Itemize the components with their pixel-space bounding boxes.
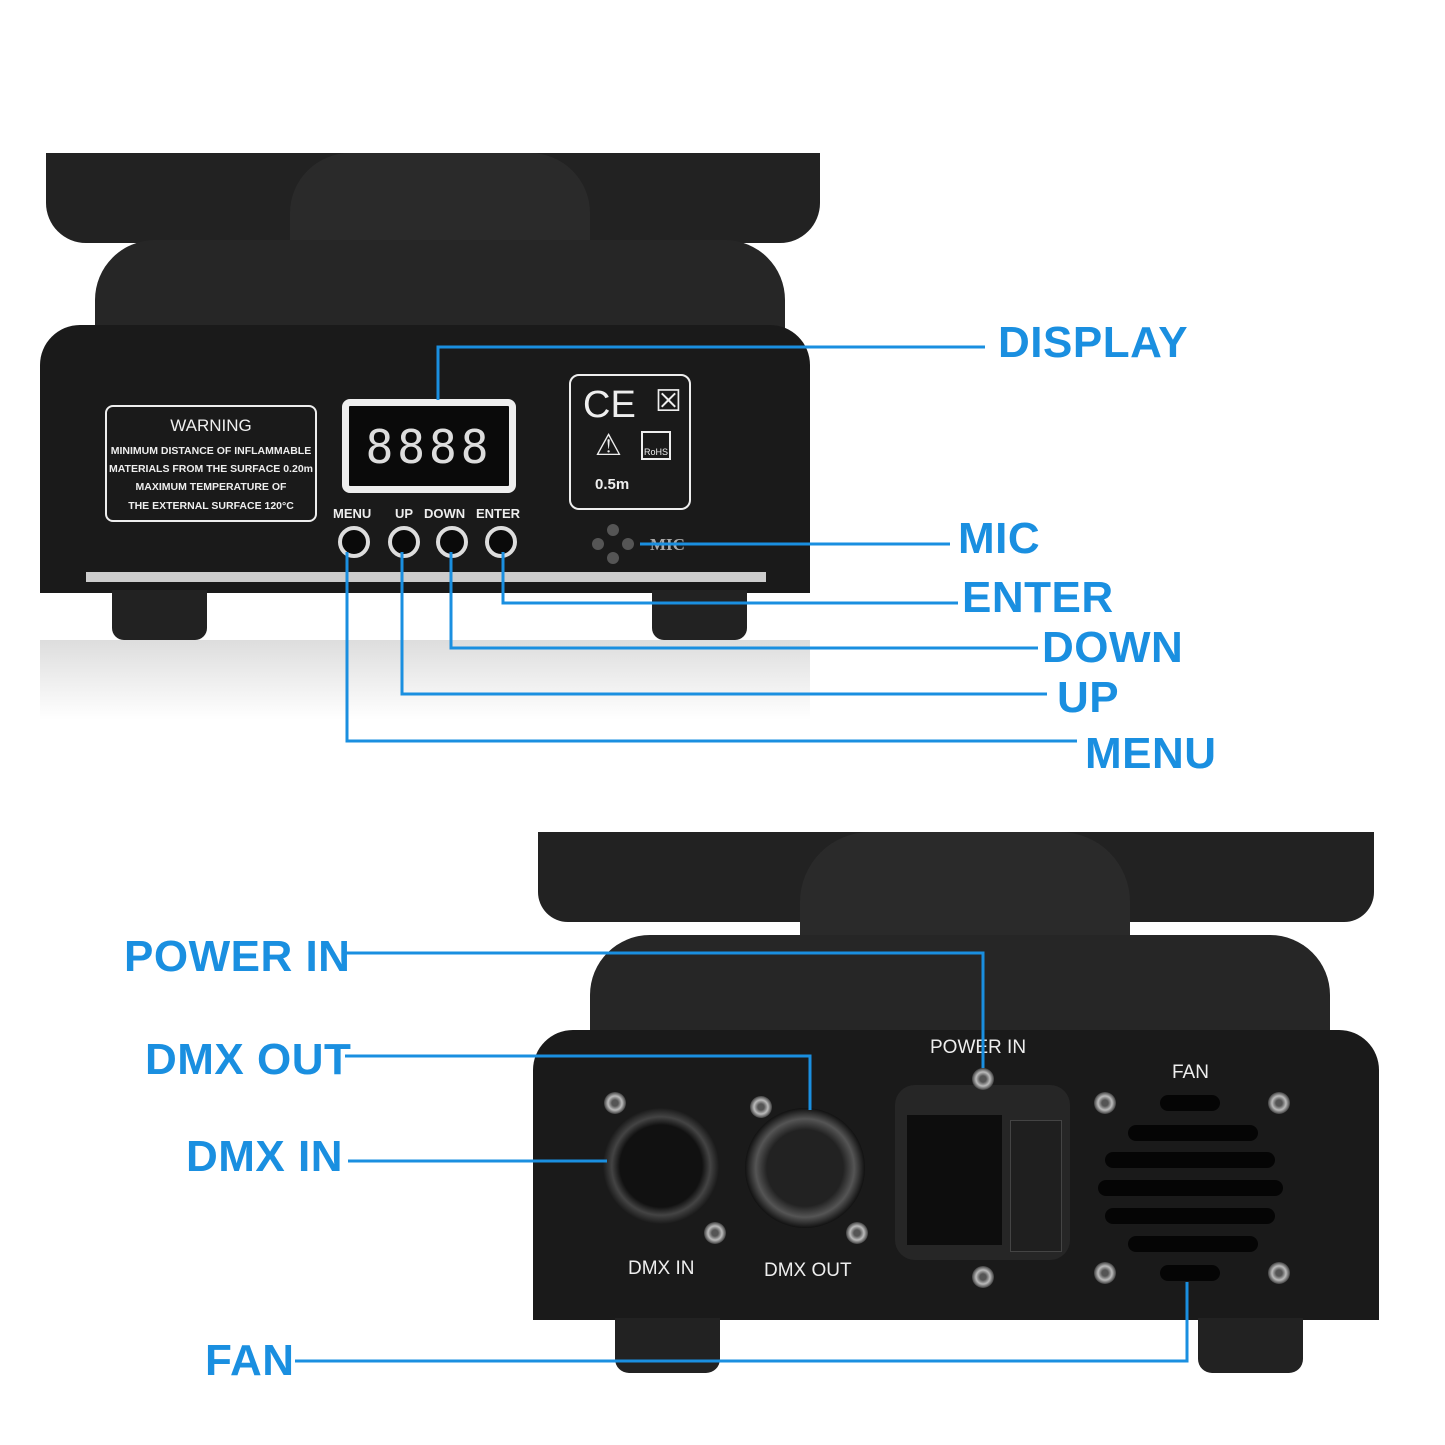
callout-dmx-in: DMX IN: [186, 1132, 343, 1181]
display-digits: 8888: [365, 420, 493, 474]
screw: [1094, 1092, 1116, 1114]
warning-label: WARNING MINIMUM DISTANCE OF INFLAMMABLE …: [105, 405, 317, 522]
screw: [750, 1096, 772, 1118]
callout-power-in: POWER IN: [124, 932, 351, 981]
callout-display: DISPLAY: [998, 318, 1189, 367]
screw: [1094, 1262, 1116, 1284]
warning-line: MAXIMUM TEMPERATURE OF: [135, 481, 287, 493]
fan-label: FAN: [1172, 1062, 1209, 1083]
weee-icon: ☒: [655, 385, 682, 418]
fuse-holder[interactable]: [1010, 1120, 1062, 1252]
screw: [604, 1092, 626, 1114]
callout-fan: FAN: [205, 1336, 295, 1385]
down-label: DOWN: [424, 506, 466, 521]
warning-line: THE EXTERNAL SURFACE 120°C: [128, 500, 294, 512]
foot: [112, 590, 207, 640]
warning-icon: ⚠: [595, 429, 622, 462]
fan-leader: [295, 1282, 1189, 1363]
enter-leader: [501, 552, 958, 605]
screw: [1268, 1262, 1290, 1284]
reflection: [40, 640, 810, 720]
light-strip: [86, 572, 766, 582]
up-button[interactable]: [388, 526, 420, 558]
mic-holes: [590, 524, 638, 566]
screw: [972, 1068, 994, 1090]
power-in-leader: [345, 951, 985, 1068]
certification-panel: CE ☒ ⚠ RoHS 0.5m: [569, 374, 691, 510]
power-inlet[interactable]: [895, 1085, 1070, 1260]
base-top: [95, 240, 785, 330]
callout-down: DOWN: [1042, 623, 1184, 672]
warning-title: WARNING: [170, 416, 252, 435]
callout-enter: ENTER: [962, 573, 1114, 622]
enter-button[interactable]: [485, 526, 517, 558]
yoke: [800, 832, 1130, 942]
menu-label: MENU: [333, 506, 372, 521]
dmx-in-label: DMX IN: [628, 1258, 695, 1279]
enter-label: ENTER: [476, 506, 521, 521]
rohs-badge: RoHS: [641, 431, 672, 460]
callout-menu: MENU: [1085, 729, 1217, 778]
menu-button[interactable]: [338, 526, 370, 558]
foot: [652, 590, 747, 640]
dmx-in-connector[interactable]: [603, 1108, 719, 1224]
yoke: [290, 153, 590, 253]
screw: [972, 1266, 994, 1288]
up-label: UP: [395, 506, 414, 521]
ce-mark: CE: [583, 384, 636, 426]
display-leader: [436, 345, 985, 400]
foot: [615, 1318, 720, 1373]
dmx-out-connector[interactable]: [745, 1108, 865, 1228]
screw: [704, 1222, 726, 1244]
screw: [1268, 1092, 1290, 1114]
menu-leader: [345, 552, 1077, 743]
dmx-out-leader: [345, 1054, 812, 1110]
distance-label: 0.5m: [595, 476, 630, 493]
foot: [1198, 1318, 1303, 1373]
down-leader: [449, 552, 1038, 650]
dmx-out-label: DMX OUT: [764, 1260, 852, 1281]
callout-up: UP: [1057, 673, 1120, 722]
callout-mic: MIC: [958, 514, 1041, 563]
warning-line: MINIMUM DISTANCE OF INFLAMMABLE: [110, 445, 312, 457]
callout-dmx-out: DMX OUT: [145, 1035, 352, 1084]
up-leader: [400, 552, 1047, 696]
power-in-label: POWER IN: [930, 1037, 1027, 1058]
screw: [846, 1222, 868, 1244]
display: 8888: [342, 399, 516, 493]
warning-line: MATERIALS FROM THE SURFACE 0.20m: [109, 463, 313, 475]
